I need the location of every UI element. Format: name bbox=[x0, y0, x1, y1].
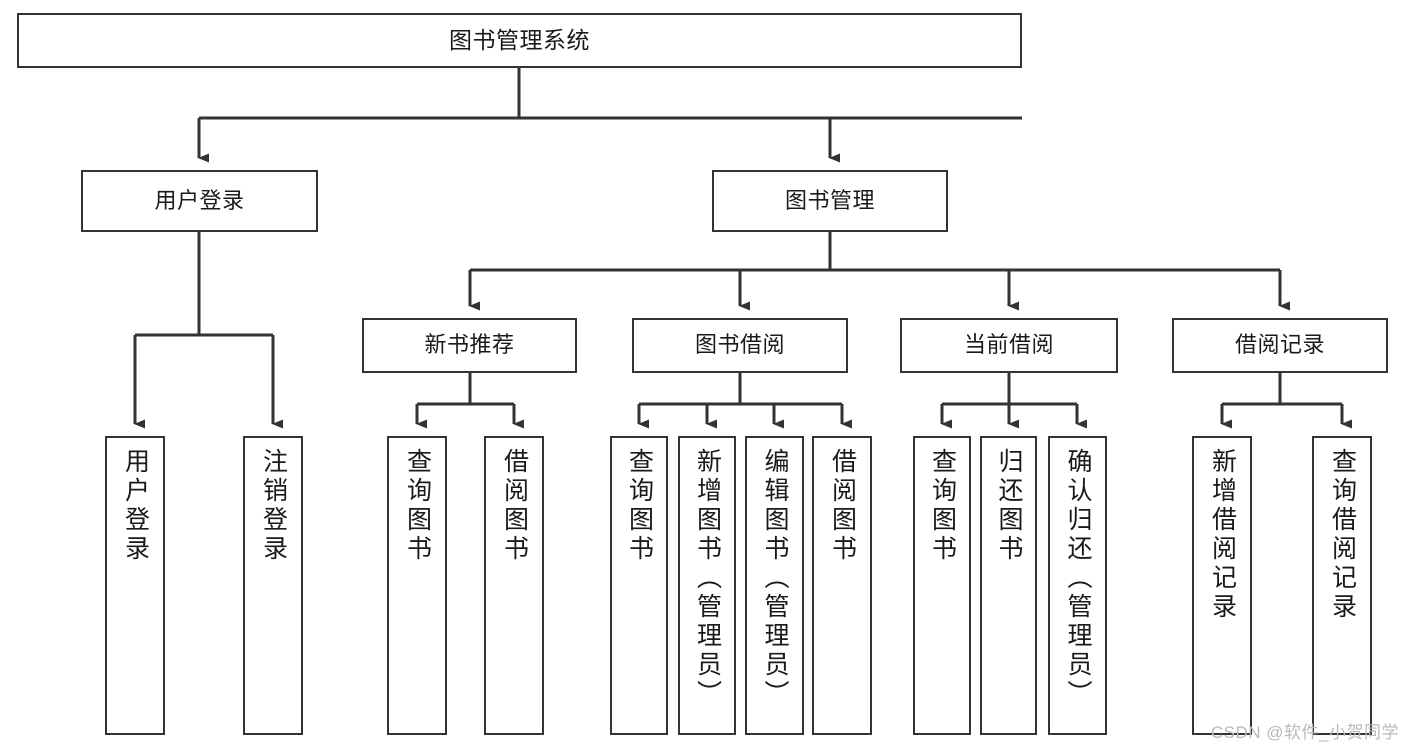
node-leaf-confirm-return-admin[interactable]: 确认归还（管理员） bbox=[1048, 436, 1107, 735]
node-label: 借阅图书 bbox=[828, 448, 857, 564]
node-user-login[interactable]: 用户登录 bbox=[81, 170, 318, 232]
node-leaf-borrow-book-recommend[interactable]: 借阅图书 bbox=[484, 436, 544, 735]
node-leaf-add-book-admin[interactable]: 新增图书（管理员） bbox=[678, 436, 736, 735]
node-leaf-edit-book-admin[interactable]: 编辑图书（管理员） bbox=[745, 436, 804, 735]
watermark-text: CSDN @软件_小贺同学 bbox=[1210, 723, 1399, 742]
node-label: 编辑图书（管理员） bbox=[761, 448, 789, 709]
node-label: 新书推荐 bbox=[424, 332, 515, 358]
node-label: 图书管理系统 bbox=[449, 26, 590, 53]
node-book-management[interactable]: 图书管理 bbox=[712, 170, 948, 232]
node-leaf-logout[interactable]: 注销登录 bbox=[243, 436, 303, 735]
node-label: 当前借阅 bbox=[963, 332, 1054, 358]
node-new-book-recommend[interactable]: 新书推荐 bbox=[362, 318, 577, 373]
node-label: 查询借阅记录 bbox=[1328, 448, 1357, 622]
node-label: 用户登录 bbox=[121, 448, 150, 564]
node-leaf-query-book-borrow[interactable]: 查询图书 bbox=[610, 436, 668, 735]
node-leaf-query-borrow-record[interactable]: 查询借阅记录 bbox=[1312, 436, 1372, 735]
node-label: 图书借阅 bbox=[694, 332, 785, 358]
node-label: 用户登录 bbox=[154, 187, 245, 213]
node-leaf-query-book-current[interactable]: 查询图书 bbox=[913, 436, 971, 735]
node-label: 查询图书 bbox=[625, 448, 654, 564]
node-label: 新增借阅记录 bbox=[1208, 448, 1237, 622]
node-label: 注销登录 bbox=[259, 448, 288, 564]
node-leaf-borrow-book[interactable]: 借阅图书 bbox=[812, 436, 872, 735]
node-label: 借阅记录 bbox=[1234, 332, 1325, 358]
node-leaf-add-borrow-record[interactable]: 新增借阅记录 bbox=[1192, 436, 1252, 735]
node-leaf-return-book[interactable]: 归还图书 bbox=[980, 436, 1037, 735]
node-label: 查询图书 bbox=[403, 448, 432, 564]
node-label: 查询图书 bbox=[928, 448, 957, 564]
node-label: 归还图书 bbox=[995, 448, 1023, 564]
node-label: 图书管理 bbox=[784, 187, 875, 213]
node-book-borrow[interactable]: 图书借阅 bbox=[632, 318, 848, 373]
node-current-borrow[interactable]: 当前借阅 bbox=[900, 318, 1118, 373]
node-root-system[interactable]: 图书管理系统 bbox=[17, 13, 1022, 68]
node-label: 借阅图书 bbox=[500, 448, 529, 564]
node-borrow-records[interactable]: 借阅记录 bbox=[1172, 318, 1388, 373]
node-leaf-query-book-recommend[interactable]: 查询图书 bbox=[387, 436, 447, 735]
node-label: 确认归还（管理员） bbox=[1064, 448, 1092, 709]
node-leaf-user-login[interactable]: 用户登录 bbox=[105, 436, 165, 735]
node-label: 新增图书（管理员） bbox=[693, 448, 722, 709]
